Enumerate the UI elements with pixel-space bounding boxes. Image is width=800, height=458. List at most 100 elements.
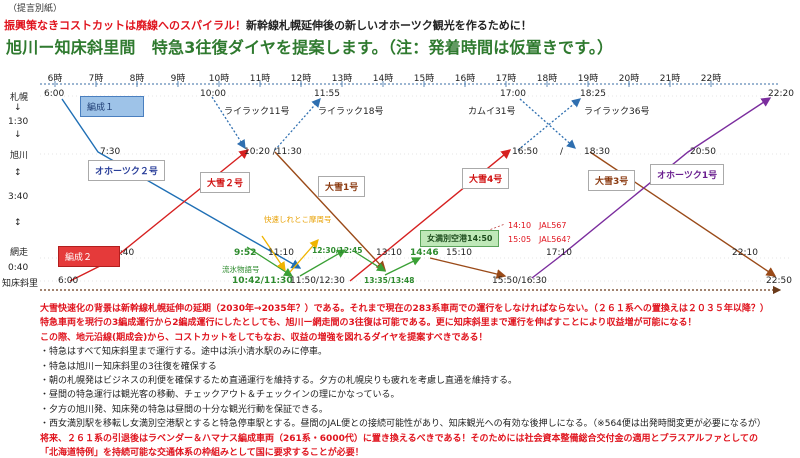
hour-label: 9時: [170, 74, 186, 84]
taisetsu1-box: 大雪1号: [318, 176, 366, 197]
train-ryuhyo: 流氷物語号: [222, 265, 260, 274]
train-lilac11: ライラック11号: [224, 107, 290, 117]
time-label: 13:10: [376, 248, 402, 258]
time-label: 12:30/12:45: [312, 246, 363, 255]
proposal-line: ・西女満別駅を移転し女満別空港駅とすると特急停車駅とする。昼間のJAL便との接続…: [40, 419, 766, 430]
hour-label: 7時: [88, 74, 104, 84]
okhotsk1-line: [531, 97, 772, 279]
proposal-line: 「北海道特例」を持続可能な交通体系の枠組みとして国に要求することが必要！: [40, 448, 364, 458]
time-label: 15:50/16:30: [492, 276, 547, 286]
okhotsk2-line: [61, 98, 302, 269]
hour-label: 12時: [290, 74, 312, 84]
kamui31-line: [519, 98, 576, 149]
hour-label: 11時: [249, 74, 271, 84]
hour-label: 14時: [372, 74, 394, 84]
station-abashiri: 網走: [10, 248, 29, 258]
headline-red: 振興策なきコストカットは廃線へのスパイラル！: [4, 19, 246, 32]
time-label: 13:35/13:48: [364, 276, 415, 285]
okhotsk1-box: オホーツク1号: [650, 164, 725, 185]
duration-2: 3:40: [8, 192, 29, 202]
lilac18-line: [274, 98, 321, 151]
hour-label: 10時: [208, 74, 230, 84]
proposal-line: 大雪快速化の背景は新幹線札幌延伸の延期（2030年→2035年？）である。それま…: [40, 304, 769, 314]
hour-label: 6時: [47, 74, 63, 84]
hour-label: 8時: [129, 74, 145, 84]
time-label: 10:00: [200, 89, 226, 99]
proposal-line: ・昼間の特急運行は観光客の移動、チェックアウト＆チェックインの理にかなっている。: [40, 390, 400, 401]
proposal-line: 特急車両を現行の3編成運行から2編成運行にしたとしても、旭川ー網走間の3往復は可…: [40, 318, 697, 329]
arrow-down-2: ↓: [14, 130, 22, 140]
time-label: 10:20 /11:30: [244, 147, 302, 157]
hour-label: 18時: [536, 74, 558, 84]
time-label: 6:00: [44, 89, 65, 99]
headline-black: 新幹線札幌延伸後の新しいオホーツク観光を作るために！: [246, 19, 532, 32]
station-asahikawa: 旭川: [10, 151, 29, 161]
taisetsu3-box: 大雪3号: [588, 170, 636, 191]
time-label: 17:10: [546, 248, 572, 258]
memanbetsu-airport-box: 女満別空港14:50: [420, 230, 500, 247]
headline: 振興策なきコストカットは廃線へのスパイラル！新幹線札幌延伸後の新しいオホーツク観…: [4, 14, 532, 33]
hour-label: 15時: [413, 74, 435, 84]
hour-label: 19時: [577, 74, 599, 84]
arrow-down-1: ↓: [14, 103, 22, 113]
station-shiretoko: 知床斜里: [2, 279, 39, 289]
time-label: 14:46: [410, 248, 439, 258]
time-label: 22:10: [732, 248, 758, 258]
train-kamui31: カムイ31号: [468, 107, 516, 117]
time-label: /: [560, 147, 564, 157]
lilac36-line: [517, 98, 582, 151]
page-title: 旭川ー知床斜里間 特急3往復ダイヤを提案します。（注：発着時間は仮置きです。）: [6, 38, 614, 57]
proposal-line: ・夕方の旭川発、知床発の特急は昼間の十分な観光行動を保証できる。: [40, 404, 328, 415]
local-green-1: [246, 246, 294, 277]
hour-label: 20時: [618, 74, 640, 84]
duration-3: 0:40: [8, 263, 29, 273]
duration-1: 1:30: [8, 117, 29, 127]
taisetsu2-line: [111, 149, 250, 261]
time-label: 6:40: [114, 248, 135, 258]
proposal-line: 将来、２６１系の引退後はラベンダー＆ハマナス編成車両（261系・6000代）に置…: [40, 433, 758, 444]
taisetsu2-box: 大雪２号: [200, 172, 251, 193]
flight-jal567: 14:10 JAL567: [508, 221, 567, 230]
train-kaisoku: 快速しれとこ摩周号: [264, 215, 332, 224]
time-label: 10:42/11:30: [232, 276, 293, 286]
time-label: 7:30: [100, 147, 121, 157]
time-label: 17:00: [500, 89, 526, 99]
time-label: 16:50: [512, 147, 538, 157]
time-label: 6:00: [58, 276, 79, 286]
time-label: 11:55: [314, 89, 340, 99]
train-lilac18: ライラック18号: [318, 107, 384, 117]
arrow-mid-1: ↕: [14, 168, 22, 178]
proposal-line: ・特急はすべて知床斜里まで運行する。途中は浜小清水駅のみに停車。: [40, 347, 328, 358]
time-label: 11:50/12:30: [290, 276, 345, 286]
time-label: 22:50: [766, 276, 792, 286]
taisetsu4-box: 大雪4号: [462, 168, 510, 189]
local-orange-2: [289, 239, 319, 273]
local-green-4: [384, 257, 422, 276]
station-sapporo: 札幌: [10, 93, 29, 103]
local-green-2: [299, 249, 347, 277]
document-tag: （提言別紙）: [8, 4, 63, 14]
time-label: 18:30: [584, 147, 610, 157]
hensei1-badge: 編成１: [80, 96, 144, 117]
train-lilac36: ライラック36号: [584, 107, 650, 117]
taisetsu1-line: [274, 151, 386, 272]
hour-ticks: [54, 81, 712, 87]
local-green-3: [354, 251, 387, 272]
arrow-mid-2: ↕: [14, 218, 22, 228]
time-label: 18:25: [580, 89, 606, 99]
time-label: 22:20: [768, 89, 794, 99]
proposal-line: この際、地元沿線(期成会)から、コストカットをしてもなお、収益の増強を図れるダイ…: [40, 332, 488, 343]
local-orange-1: [261, 235, 286, 272]
hour-label: 16時: [454, 74, 476, 84]
proposal-line: ・朝の札幌発はビジネスの利便を確保するため直通運行を維持する。夕方の札幌戻りも疲…: [40, 376, 518, 386]
hour-label: 13時: [331, 74, 353, 84]
time-label: 11:10: [268, 248, 294, 258]
okhotsk2-box: オホーツク２号: [88, 160, 165, 181]
hensei2-badge: 編成２: [58, 246, 120, 267]
brown-abashiri-shiretoko: [429, 257, 507, 279]
time-label: 9:52: [234, 248, 257, 258]
hour-label: 22時: [700, 74, 722, 84]
flight-jal564: 15:05 JAL564？: [508, 235, 575, 244]
time-label: 15:10: [446, 248, 472, 258]
airport-link: [467, 223, 506, 239]
